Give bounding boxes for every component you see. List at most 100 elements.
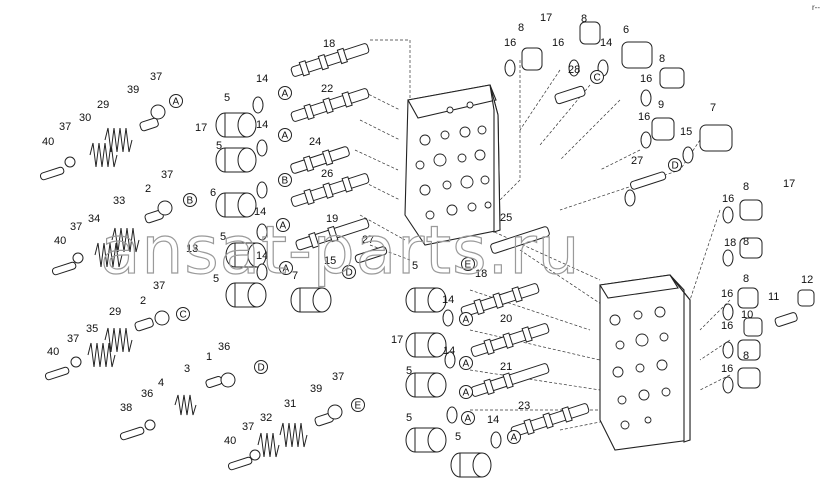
- svg-text:A: A: [173, 97, 180, 108]
- svg-text:C: C: [180, 310, 187, 321]
- callout: 37: [150, 71, 162, 83]
- callout: 5: [213, 273, 219, 285]
- svg-text:A: A: [463, 359, 470, 370]
- callout: 37: [332, 371, 344, 383]
- circle-marker: A: [461, 411, 475, 425]
- circle-marker: D: [668, 158, 682, 172]
- circle-marker: A: [276, 218, 290, 232]
- callout: 17: [783, 178, 795, 190]
- callout: 3: [184, 363, 190, 375]
- watermark-text: ansat-parts.ru: [100, 212, 580, 289]
- circle-marker: A: [279, 261, 293, 275]
- callout: 37: [242, 421, 254, 433]
- callout: 5: [406, 365, 412, 377]
- callout: 40: [47, 346, 59, 358]
- callout: 14: [256, 73, 268, 85]
- callout: 37: [153, 280, 165, 292]
- callout: 40: [54, 235, 66, 247]
- callout: 14: [254, 206, 266, 218]
- callout-labels: 18 17 8 16 8 16 14 6 8 37 14 5 22 28 16 …: [42, 12, 813, 447]
- svg-text:B: B: [187, 196, 194, 207]
- svg-text:A: A: [280, 221, 287, 232]
- callout: 39: [310, 383, 322, 395]
- svg-text:A: A: [511, 433, 518, 444]
- svg-text:A: A: [463, 315, 470, 326]
- callout: 22: [321, 83, 333, 95]
- callout: 16: [552, 37, 564, 49]
- circle-marker: A: [459, 385, 473, 399]
- svg-text:E: E: [465, 260, 472, 271]
- svg-text:C: C: [594, 73, 601, 84]
- callout: 31: [284, 398, 296, 410]
- circle-marker: E: [461, 257, 475, 271]
- circle-marker: A: [169, 94, 183, 108]
- callout: 7: [292, 270, 298, 282]
- callout: 14: [487, 414, 499, 426]
- callout: 17: [540, 12, 552, 24]
- callout: 16: [721, 363, 733, 375]
- callout: 40: [224, 435, 236, 447]
- callout: 2: [140, 295, 146, 307]
- callout: 8: [743, 181, 749, 193]
- callout: 37: [161, 169, 173, 181]
- callout: 23: [518, 400, 530, 412]
- callout: 8: [743, 350, 749, 362]
- callout: 29: [97, 99, 109, 111]
- callout: 8: [581, 13, 587, 25]
- callout: 33: [113, 195, 125, 207]
- springs: [87, 127, 308, 458]
- callout: 38: [120, 402, 132, 414]
- callout: 5: [412, 260, 418, 272]
- callout: 4: [158, 377, 164, 389]
- svg-text:A: A: [465, 414, 472, 425]
- callout: 10: [741, 309, 753, 321]
- svg-text:A: A: [463, 388, 470, 399]
- circle-marker: A: [278, 128, 292, 142]
- callout: 5: [216, 140, 222, 152]
- circle-marker: C: [176, 307, 190, 321]
- callout: 21: [500, 361, 512, 373]
- callout: 36: [141, 388, 153, 400]
- callout: 15: [680, 126, 692, 138]
- callout: 2: [145, 183, 151, 195]
- callout: 18: [724, 237, 736, 249]
- callout: 16: [640, 73, 652, 85]
- circle-marker: D: [254, 360, 268, 374]
- callout: 18: [323, 38, 335, 50]
- callout: 14: [442, 294, 454, 306]
- callout: 28: [568, 64, 580, 76]
- callout: 16: [721, 320, 733, 332]
- circle-marker: A: [278, 86, 292, 100]
- callout: 14: [256, 250, 268, 262]
- callout: 24: [309, 136, 321, 148]
- end-caps: [521, 21, 815, 389]
- svg-text:D: D: [346, 268, 353, 279]
- callout: 5: [220, 231, 226, 243]
- pins-and-plugs: [39, 117, 798, 471]
- svg-text:B: B: [282, 176, 289, 187]
- circle-marker: A: [459, 312, 473, 326]
- callout: 37: [67, 333, 79, 345]
- callout: 9: [658, 99, 664, 111]
- callout: 29: [109, 306, 121, 318]
- callout: 14: [600, 37, 612, 49]
- corner-mark: r--: [812, 3, 820, 12]
- svg-text:A: A: [283, 264, 290, 275]
- callout: 17: [195, 122, 207, 134]
- callout: 17: [391, 334, 403, 346]
- callout: 32: [260, 412, 272, 424]
- callout: 34: [88, 213, 100, 225]
- callout: 14: [443, 345, 455, 357]
- circle-markers: A A A B B C C D D D E E A A A A A A A: [169, 70, 682, 444]
- callout: 11: [768, 291, 779, 303]
- callout: 40: [42, 136, 54, 148]
- callout: 16: [721, 288, 733, 300]
- circle-marker: A: [507, 430, 521, 444]
- callout: 13: [186, 243, 198, 255]
- callout: 15: [324, 255, 336, 267]
- solenoid-caps: [215, 112, 492, 478]
- circle-marker: B: [278, 173, 292, 187]
- callout: 6: [210, 187, 216, 199]
- circle-marker: A: [459, 356, 473, 370]
